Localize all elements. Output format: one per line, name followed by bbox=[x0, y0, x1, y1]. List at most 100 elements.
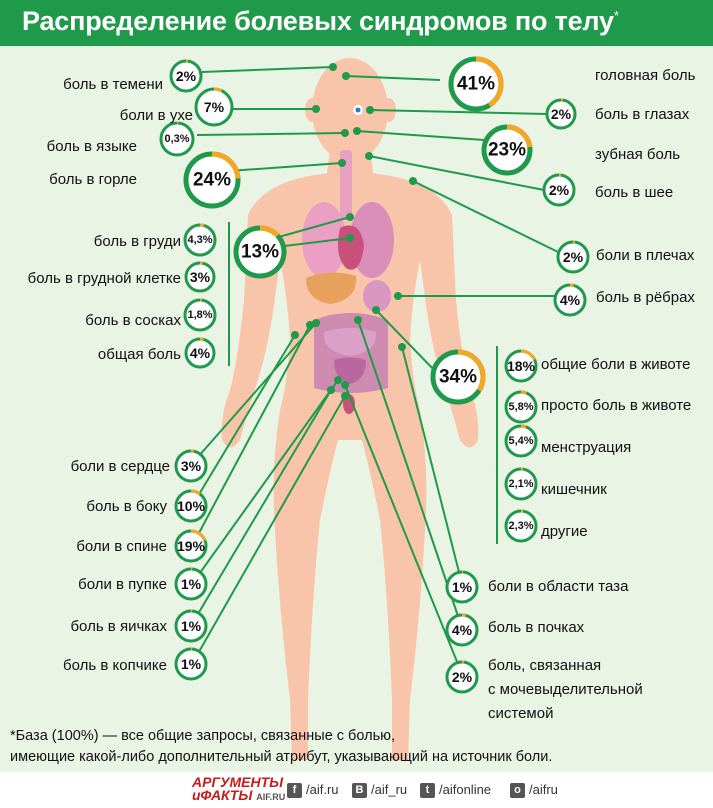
label-coccyx: боль в копчике bbox=[63, 657, 167, 674]
label-temeni: боль в темени bbox=[63, 76, 163, 93]
share-arc bbox=[190, 489, 201, 496]
percent-value: 2% bbox=[452, 669, 473, 685]
facebook-icon: f bbox=[287, 783, 302, 799]
percent-value: 4% bbox=[452, 622, 473, 638]
share-arc bbox=[457, 349, 486, 392]
label-back: боли в спине bbox=[76, 538, 167, 555]
label-heart: боли в сердце bbox=[70, 458, 170, 475]
label-throat: боль в горле bbox=[49, 171, 137, 188]
share-arc bbox=[506, 124, 533, 148]
percent-circles: 2% 41% 7% 2% 0,3% 23% 24% 2% 13% 4,3% 3% 1,8% 4% 2% 4%… bbox=[159, 56, 590, 694]
percent-circle-chest3: 1,8% bbox=[183, 298, 217, 332]
page-title: Распределение болевых синдромов по телу* bbox=[22, 6, 619, 36]
percent-value: 19% bbox=[177, 538, 206, 554]
twitter-icon: t bbox=[420, 783, 435, 799]
label-chest4: общая боль bbox=[97, 346, 181, 363]
label-neck: боль в шее bbox=[595, 184, 674, 201]
percent-circle-chest2: 3% bbox=[184, 261, 216, 293]
odnoklassniki-icon: о bbox=[510, 783, 525, 799]
percent-circle-belly4: 2,1% bbox=[504, 467, 538, 501]
percent-circle-tongue: 0,3% bbox=[159, 121, 195, 157]
label-eyes: боль в глазах bbox=[595, 106, 690, 123]
percent-circle-belly-total: 34% bbox=[430, 349, 486, 405]
label-shoulders: боли в плечах bbox=[596, 247, 695, 264]
label-tongue: боль в языке bbox=[46, 138, 137, 155]
label-chest3: боль в сосках bbox=[85, 312, 181, 329]
percent-value: 2% bbox=[176, 68, 197, 84]
label-urinary-1: боль, связанная bbox=[488, 657, 602, 674]
percent-circle-chest4: 4% bbox=[184, 337, 216, 369]
vk-icon: В bbox=[352, 783, 367, 799]
percent-circle-pelvis: 1% bbox=[445, 570, 479, 604]
social-odnoklassniki-link[interactable]: о/aifru bbox=[510, 782, 558, 799]
label-chest1: боль в груди bbox=[93, 233, 181, 250]
percent-circle-heart: 3% bbox=[174, 449, 208, 483]
percent-value: 10% bbox=[177, 498, 206, 514]
percent-value: 1% bbox=[452, 579, 473, 595]
label-pelvis: боли в области таза bbox=[488, 578, 629, 595]
percent-circle-chest-total: 13% bbox=[233, 225, 287, 279]
social-vk-link[interactable]: В/aif_ru bbox=[352, 782, 407, 799]
percent-circle-testicles: 1% bbox=[174, 609, 208, 643]
label-belly1: общие боли в животе bbox=[541, 356, 691, 373]
percent-value: 4% bbox=[190, 345, 211, 361]
human-silhouette bbox=[221, 58, 479, 760]
percent-circle-eyes: 2% bbox=[545, 98, 577, 130]
share-arc bbox=[190, 529, 207, 542]
percent-circle-coccyx: 1% bbox=[174, 647, 208, 681]
share-arc bbox=[475, 56, 504, 108]
share-arc bbox=[211, 151, 241, 179]
label-kidneys: боль в почках bbox=[488, 619, 585, 636]
percent-circle-belly1: 18% bbox=[504, 349, 538, 383]
percent-circle-ribs: 4% bbox=[553, 283, 587, 317]
percent-value: 0,3% bbox=[164, 133, 189, 145]
share-arc bbox=[520, 349, 536, 361]
footnote: *База (100%) — все общие запросы, связан… bbox=[10, 726, 552, 768]
logo-site: AIF.RU bbox=[256, 792, 286, 802]
percent-value: 2,1% bbox=[508, 478, 533, 490]
organs bbox=[302, 105, 394, 414]
percent-value: 4,3% bbox=[187, 234, 212, 246]
percent-circle-back: 19% bbox=[174, 529, 208, 563]
footnote-line-2: имеющие какой-либо дополнительный атрибу… bbox=[10, 749, 553, 765]
percent-circle-throat: 24% bbox=[183, 151, 241, 209]
percent-value: 18% bbox=[507, 358, 536, 374]
label-ribs: боль в рёбрах bbox=[596, 289, 695, 306]
share-arc bbox=[199, 223, 205, 227]
percent-circle-shoulders: 2% bbox=[556, 240, 590, 274]
percent-value: 13% bbox=[241, 242, 279, 263]
percent-value: 2% bbox=[549, 182, 570, 198]
percent-value: 41% bbox=[457, 74, 495, 95]
label-head: головная боль bbox=[595, 67, 696, 84]
label-belly4: кишечник bbox=[541, 481, 607, 498]
label-belly2: просто боль в животе bbox=[541, 397, 692, 414]
social-facebook-link[interactable]: f/aif.ru bbox=[287, 782, 339, 799]
percent-circle-urinary: 2% bbox=[445, 660, 479, 694]
percent-circle-head: 41% bbox=[448, 56, 504, 112]
social-twitter-link[interactable]: t/aifonline bbox=[420, 782, 491, 799]
percent-value: 4% bbox=[560, 292, 581, 308]
percent-circle-side: 10% bbox=[174, 489, 208, 523]
label-chest2: боль в грудной клетке bbox=[27, 270, 181, 287]
percent-circle-neck: 2% bbox=[542, 173, 576, 207]
share-arc bbox=[520, 390, 527, 395]
percent-value: 5,8% bbox=[508, 401, 533, 413]
percent-circle-navel: 1% bbox=[174, 567, 208, 601]
percent-value: 1,8% bbox=[187, 309, 212, 321]
label-side: боль в боку bbox=[86, 498, 167, 515]
share-arc bbox=[520, 424, 527, 429]
percent-value: 2% bbox=[563, 249, 584, 265]
percent-circle-belly2: 5,8% bbox=[504, 390, 538, 424]
share-arc bbox=[259, 225, 280, 238]
percent-circle-kidneys: 4% bbox=[445, 613, 479, 647]
label-ear: боли в ухе bbox=[119, 107, 193, 124]
percent-value: 1% bbox=[181, 618, 202, 634]
percent-value: 23% bbox=[488, 140, 526, 161]
share-arc bbox=[213, 87, 223, 93]
percent-circle-belly5: 2,3% bbox=[504, 509, 538, 543]
percent-value: 5,4% bbox=[508, 435, 533, 447]
percent-value: 7% bbox=[204, 99, 225, 115]
percent-value: 3% bbox=[190, 269, 211, 285]
logo-line-1: АРГУМЕНТЫ bbox=[192, 774, 284, 790]
